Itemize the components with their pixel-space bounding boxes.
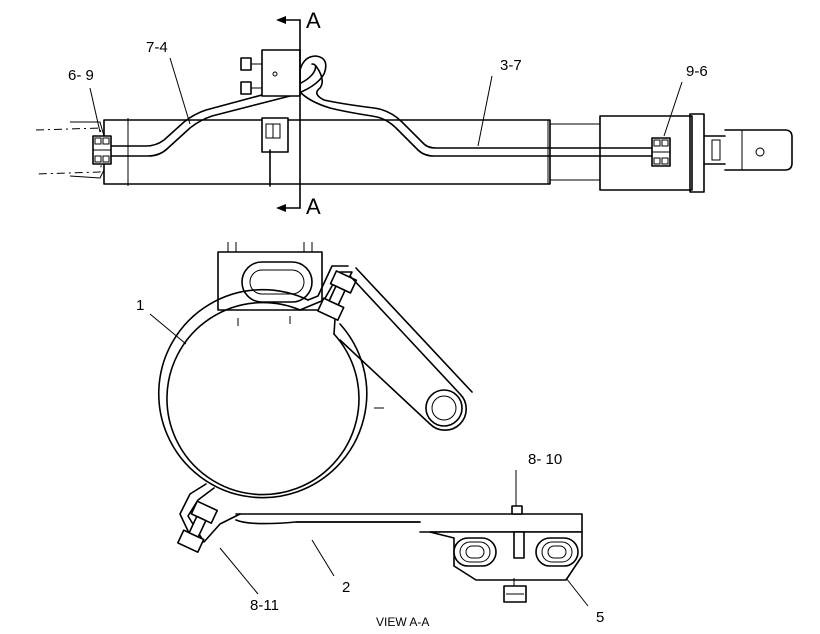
callout-7-4: 7-4 bbox=[146, 39, 168, 56]
leader-5 bbox=[565, 577, 589, 607]
leader-2 bbox=[311, 539, 335, 577]
tube-7-4 bbox=[111, 55, 327, 157]
bottom-left-tube-section bbox=[453, 537, 497, 567]
upper-tube-section bbox=[241, 261, 313, 303]
support-plate bbox=[235, 505, 583, 533]
left-port-fitting bbox=[92, 135, 112, 165]
right-port-fitting bbox=[651, 137, 671, 167]
leader-7-4 bbox=[169, 57, 191, 125]
rod-eye-end bbox=[724, 129, 793, 171]
bottom-right-tube-section bbox=[535, 537, 579, 567]
leader-9-6 bbox=[663, 81, 683, 137]
callout-8-11: 8-11 bbox=[250, 597, 279, 614]
top-view-cylinder-assembly: A A 6- 9 7-4 3-7 9-6 bbox=[35, 8, 793, 219]
tube-7-4-inner bbox=[111, 63, 317, 147]
callout-2: 2 bbox=[342, 579, 350, 596]
tube-3-7-inner bbox=[315, 65, 653, 149]
head-flange bbox=[689, 113, 705, 193]
callout-9-6: 9-6 bbox=[686, 63, 708, 80]
section-line-a-a bbox=[276, 16, 301, 212]
support-arm bbox=[339, 267, 473, 431]
lower-clamp-ears bbox=[177, 483, 241, 553]
callout-8-10: 8- 10 bbox=[528, 451, 562, 468]
cylinder-head bbox=[599, 115, 693, 191]
rod-eye-pin bbox=[755, 147, 765, 157]
bottom-clamp-block bbox=[429, 531, 583, 603]
callout-6-9: 6- 9 bbox=[68, 67, 94, 84]
cylinder-barrel bbox=[103, 119, 551, 185]
leader-1 bbox=[149, 313, 187, 345]
rod-wiper bbox=[711, 139, 721, 161]
leader-3-7 bbox=[477, 75, 493, 147]
leader-8-11 bbox=[219, 547, 259, 595]
callout-3-7: 3-7 bbox=[500, 57, 522, 74]
clamp-top-view bbox=[240, 49, 301, 187]
callout-5: 5 bbox=[596, 609, 604, 626]
leader-6-9 bbox=[89, 87, 101, 133]
callout-1: 1 bbox=[136, 297, 144, 314]
left-end-outline bbox=[35, 127, 105, 175]
view-title: VIEW A-A bbox=[376, 615, 429, 629]
upper-clamp-ears bbox=[299, 265, 358, 335]
section-view-a-a: 1 8- 10 2 8-11 5 VIEW A-A bbox=[136, 242, 604, 629]
main-clamp-ring bbox=[157, 288, 384, 499]
tube-3-7 bbox=[299, 91, 653, 157]
section-marker-top: A bbox=[306, 8, 321, 33]
section-marker-bottom: A bbox=[306, 194, 321, 219]
